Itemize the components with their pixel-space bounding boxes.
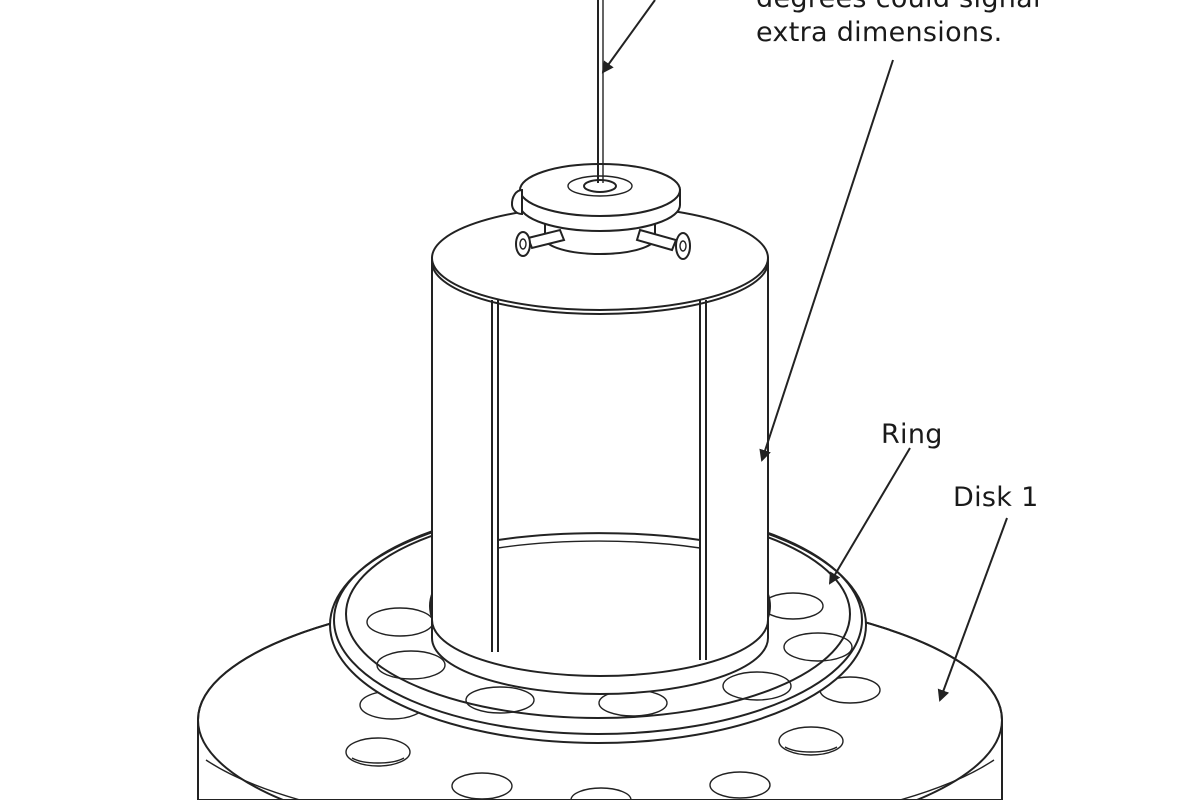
extra-dims-arrow <box>759 59 894 462</box>
annotation-arrows <box>601 0 1008 702</box>
cylinder-pendulum <box>431 205 769 695</box>
pendulum-cap <box>510 163 691 260</box>
label-ring: Ring <box>881 419 943 450</box>
fiber-arrow <box>601 0 656 74</box>
annotation-extra-dims-line1: degrees could signal <box>756 0 1041 16</box>
annotation-extra-dims-line2: extra dimensions. <box>756 17 1003 48</box>
label-disk-1: Disk 1 <box>953 482 1039 513</box>
ring-arrow <box>828 447 911 585</box>
torsion-fiber <box>597 0 604 183</box>
disk1-arrow <box>937 517 1008 702</box>
